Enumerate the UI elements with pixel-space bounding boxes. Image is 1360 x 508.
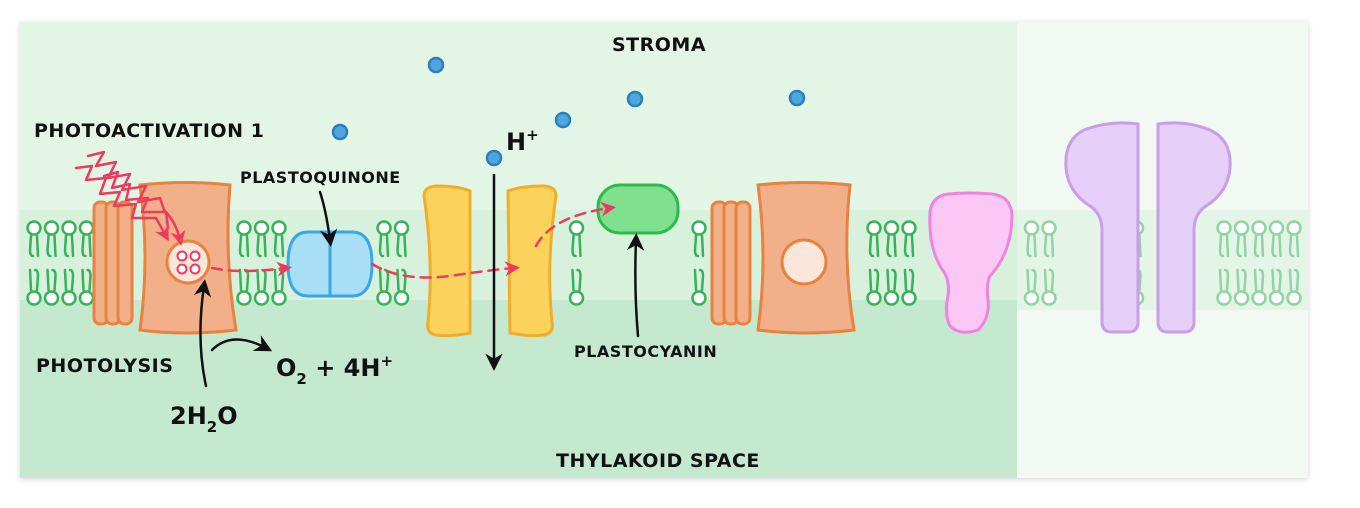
proton-dot (626, 90, 644, 108)
photosystem-ii (92, 181, 238, 335)
oxygen-products-label: O2 + 4H+ (276, 352, 393, 388)
lipid-molecule (61, 268, 77, 306)
proton-dot (331, 123, 349, 141)
lipid-molecule (1286, 220, 1302, 258)
lipid-molecule (26, 220, 42, 258)
lipid-molecule (43, 268, 60, 306)
lipid-molecule (691, 220, 707, 258)
photoactivation-label: PHOTOACTIVATION 1 (34, 120, 264, 142)
proton-dots (331, 56, 806, 167)
water-label: 2H2O (170, 402, 238, 436)
proton-dot (554, 111, 572, 129)
lipid-molecule (1233, 220, 1250, 258)
stroma-label: STROMA (612, 34, 706, 56)
proton-dot (485, 149, 503, 167)
lipid-molecule (1023, 220, 1040, 258)
lipid-molecule (1268, 220, 1285, 258)
lipid-molecule (568, 220, 585, 258)
lipid-molecule (1268, 268, 1285, 306)
lipid-molecule (1216, 220, 1232, 258)
nadp-reductase (928, 191, 1014, 334)
photosystem-i (710, 181, 856, 335)
lipid-molecule (883, 220, 900, 258)
lipid-molecule (568, 268, 585, 306)
photolysis-label: PHOTOLYSIS (36, 355, 173, 377)
lipid-molecule (236, 220, 252, 258)
lipid-bilayer (26, 220, 1302, 306)
lipid-molecule (43, 220, 60, 258)
light-rays (74, 150, 186, 246)
lipid-molecule (253, 220, 270, 258)
lipid-molecule (866, 268, 882, 306)
lipid-molecule (1216, 268, 1232, 306)
lipid-molecule (1023, 268, 1040, 306)
lipid-molecule (376, 220, 392, 258)
lipid-molecule (1233, 268, 1250, 306)
lipid-molecule (1041, 268, 1057, 306)
plastocyanin-label: PLASTOCYANIN (574, 342, 717, 361)
proton-label: H+ (506, 126, 539, 156)
proton-dot (788, 89, 806, 107)
lipid-molecule (691, 268, 707, 306)
lipid-molecule (236, 268, 252, 306)
proton-dot (427, 56, 445, 74)
lipid-molecule (271, 220, 287, 258)
plastoquinone-label: PLASTOQUINONE (240, 168, 401, 187)
lipid-molecule (1286, 268, 1302, 306)
lipid-molecule (901, 268, 917, 306)
lipid-molecule (78, 220, 95, 258)
lipid-molecule (1251, 220, 1267, 258)
lipid-molecule (393, 220, 410, 258)
lipid-molecule (78, 268, 95, 306)
lipid-molecule (1251, 268, 1267, 306)
lipid-molecule (61, 220, 77, 258)
thylakoid-space-label: THYLAKOID SPACE (556, 450, 760, 472)
atp-synthase (1064, 121, 1232, 334)
lipid-molecule (1041, 220, 1057, 258)
electron-path (210, 201, 616, 279)
label-arrows (193, 190, 645, 388)
cytochrome-complex (422, 184, 558, 338)
lipid-molecule (883, 268, 900, 306)
lipid-molecule (393, 268, 410, 306)
lipid-molecule (901, 220, 917, 258)
oxygen-evolving-complex (176, 250, 201, 275)
lipid-molecule (866, 220, 882, 258)
lipid-molecule (26, 268, 42, 306)
plastoquinone-molecule (286, 230, 374, 298)
